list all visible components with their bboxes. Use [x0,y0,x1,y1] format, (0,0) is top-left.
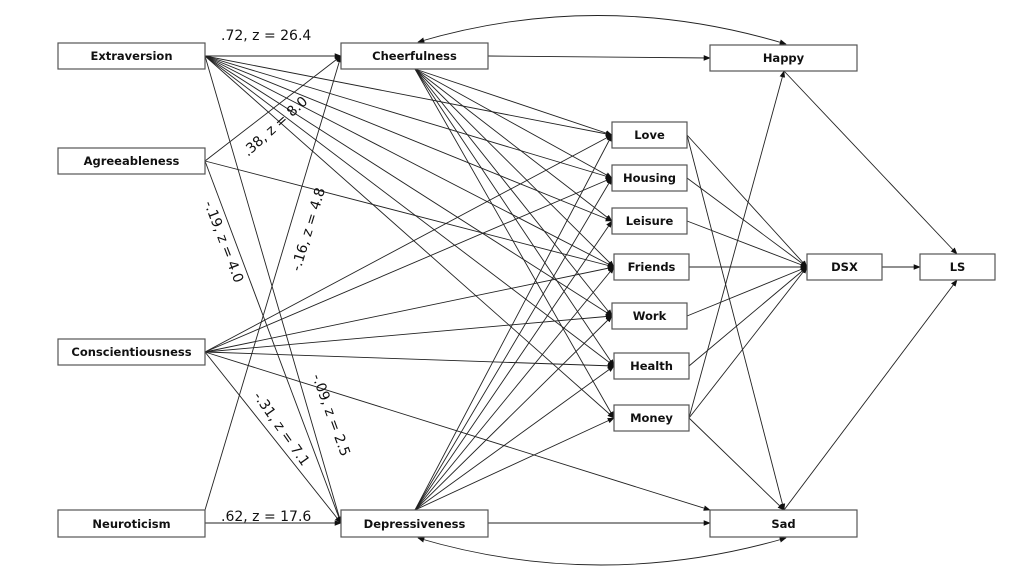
edge-love-dsx [686,134,808,268]
edge-depressiveness-health [414,365,615,511]
node-label-happy: Happy [763,51,805,65]
edge-cheerfulness-love [414,68,613,136]
edge-cheerfulness-health [414,68,615,367]
edge-cheerfulness-friends [414,68,615,268]
node-money: Money [613,404,690,432]
edge-cheerfulness-happy [487,55,711,61]
edge-extraversion-friends [204,55,615,268]
edge-money-sad [688,417,785,511]
edge-conscientiousness-sad [204,351,711,511]
edge-cheerfulness-leisure [414,68,613,222]
covariance-depressiveness-sad [417,537,787,566]
node-leisure: Leisure [611,207,688,235]
edge-cheerfulness-housing [414,68,613,179]
node-label-ls: LS [950,260,966,274]
node-happy: Happy [709,44,858,72]
edge-love-sad [686,134,786,511]
edge-money-happy [688,70,786,419]
edge-extraversion-depressiveness [204,55,342,524]
node-ls: LS [919,253,996,281]
edge-health-dsx [688,266,808,367]
edge-neuroticism-cheerfulness [204,55,342,511]
edge-extraversion-leisure [204,55,613,222]
edge-depressiveness-friends [414,266,615,511]
edge-sad-ls [783,279,958,511]
node-cheerfulness: Cheerfulness [340,42,489,70]
node-love: Love [611,121,688,149]
node-label-agreeableness: Agreeableness [84,154,180,168]
edge-work-dsx [686,266,808,317]
node-conscientiousness: Conscientiousness [57,338,206,366]
edge-depressiveness-money [414,417,615,511]
edge-agreeableness-depressiveness [204,160,342,524]
edge-housing-dsx [686,177,808,268]
node-label-love: Love [634,128,665,142]
edge-conscientiousness-friends [204,265,615,353]
edge-conscientiousness-health [204,351,615,369]
node-health: Health [613,352,690,380]
edges-layer [204,15,958,566]
node-housing: Housing [611,164,688,192]
node-label-dsx: DSX [831,260,858,274]
edge-conscientiousness-work [204,313,613,353]
node-dsx: DSX [806,253,883,281]
node-extraversion: Extraversion [57,42,206,70]
edge-label-agreeableness-depressiveness: -.19, z = 4.0 [200,199,246,285]
edge-label-neuroticism-cheerfulness: -.16, z = 4.8 [289,186,330,273]
edge-extraversion-love [204,55,613,137]
edge-conscientiousness-housing [204,177,613,353]
edge-happy-ls [783,70,958,255]
edge-label-extraversion-depressiveness: -.09, z = 2.5 [308,372,353,459]
node-agreeableness: Agreeableness [57,147,206,175]
edge-depressiveness-housing [414,177,613,511]
edge-leisure-dsx [686,220,808,268]
node-label-housing: Housing [623,171,676,185]
node-label-extraversion: Extraversion [90,49,172,63]
node-label-friends: Friends [628,260,676,274]
edge-conscientiousness-depressiveness [204,351,342,524]
edge-depressiveness-love [414,134,613,511]
edge-agreeableness-friends [204,160,615,269]
edge-label-neuroticism-depressiveness: .62, z = 17.6 [221,509,311,525]
node-label-money: Money [630,411,673,425]
node-neuroticism: Neuroticism [57,509,206,538]
edge-extraversion-money [204,55,615,419]
edge-agreeableness-cheerfulness [204,55,342,162]
node-sad: Sad [709,509,858,538]
edge-label-agreeableness-cheerfulness: .38, z = 8.0 [240,94,311,160]
nodes-layer: Extraversion Agreeableness Conscientious… [57,42,996,538]
edge-extraversion-work [204,55,613,317]
node-work: Work [611,302,688,330]
edge-label-extraversion-cheerfulness: .72, z = 26.4 [221,28,311,44]
node-label-sad: Sad [771,517,795,531]
edge-label-conscientiousness-depressiveness: -.31, z = 7.1 [250,389,313,469]
edge-extraversion-housing [204,55,613,179]
node-label-depressiveness: Depressiveness [364,517,466,531]
node-label-health: Health [630,359,673,373]
edge-extraversion-health [204,55,615,367]
node-label-work: Work [633,309,667,323]
edge-depressiveness-leisure [414,220,613,511]
node-label-leisure: Leisure [626,214,674,228]
edge-depressiveness-work [414,315,613,511]
edge-conscientiousness-love [204,134,613,353]
covariance-cheerfulness-happy [417,15,787,45]
node-label-conscientiousness: Conscientiousness [71,345,191,359]
edge-cheerfulness-money [414,68,615,419]
node-label-neuroticism: Neuroticism [92,517,170,531]
node-depressiveness: Depressiveness [340,509,489,538]
node-label-cheerfulness: Cheerfulness [372,49,457,63]
node-friends: Friends [613,253,690,281]
edge-money-dsx [688,266,808,419]
edge-cheerfulness-work [414,68,613,317]
